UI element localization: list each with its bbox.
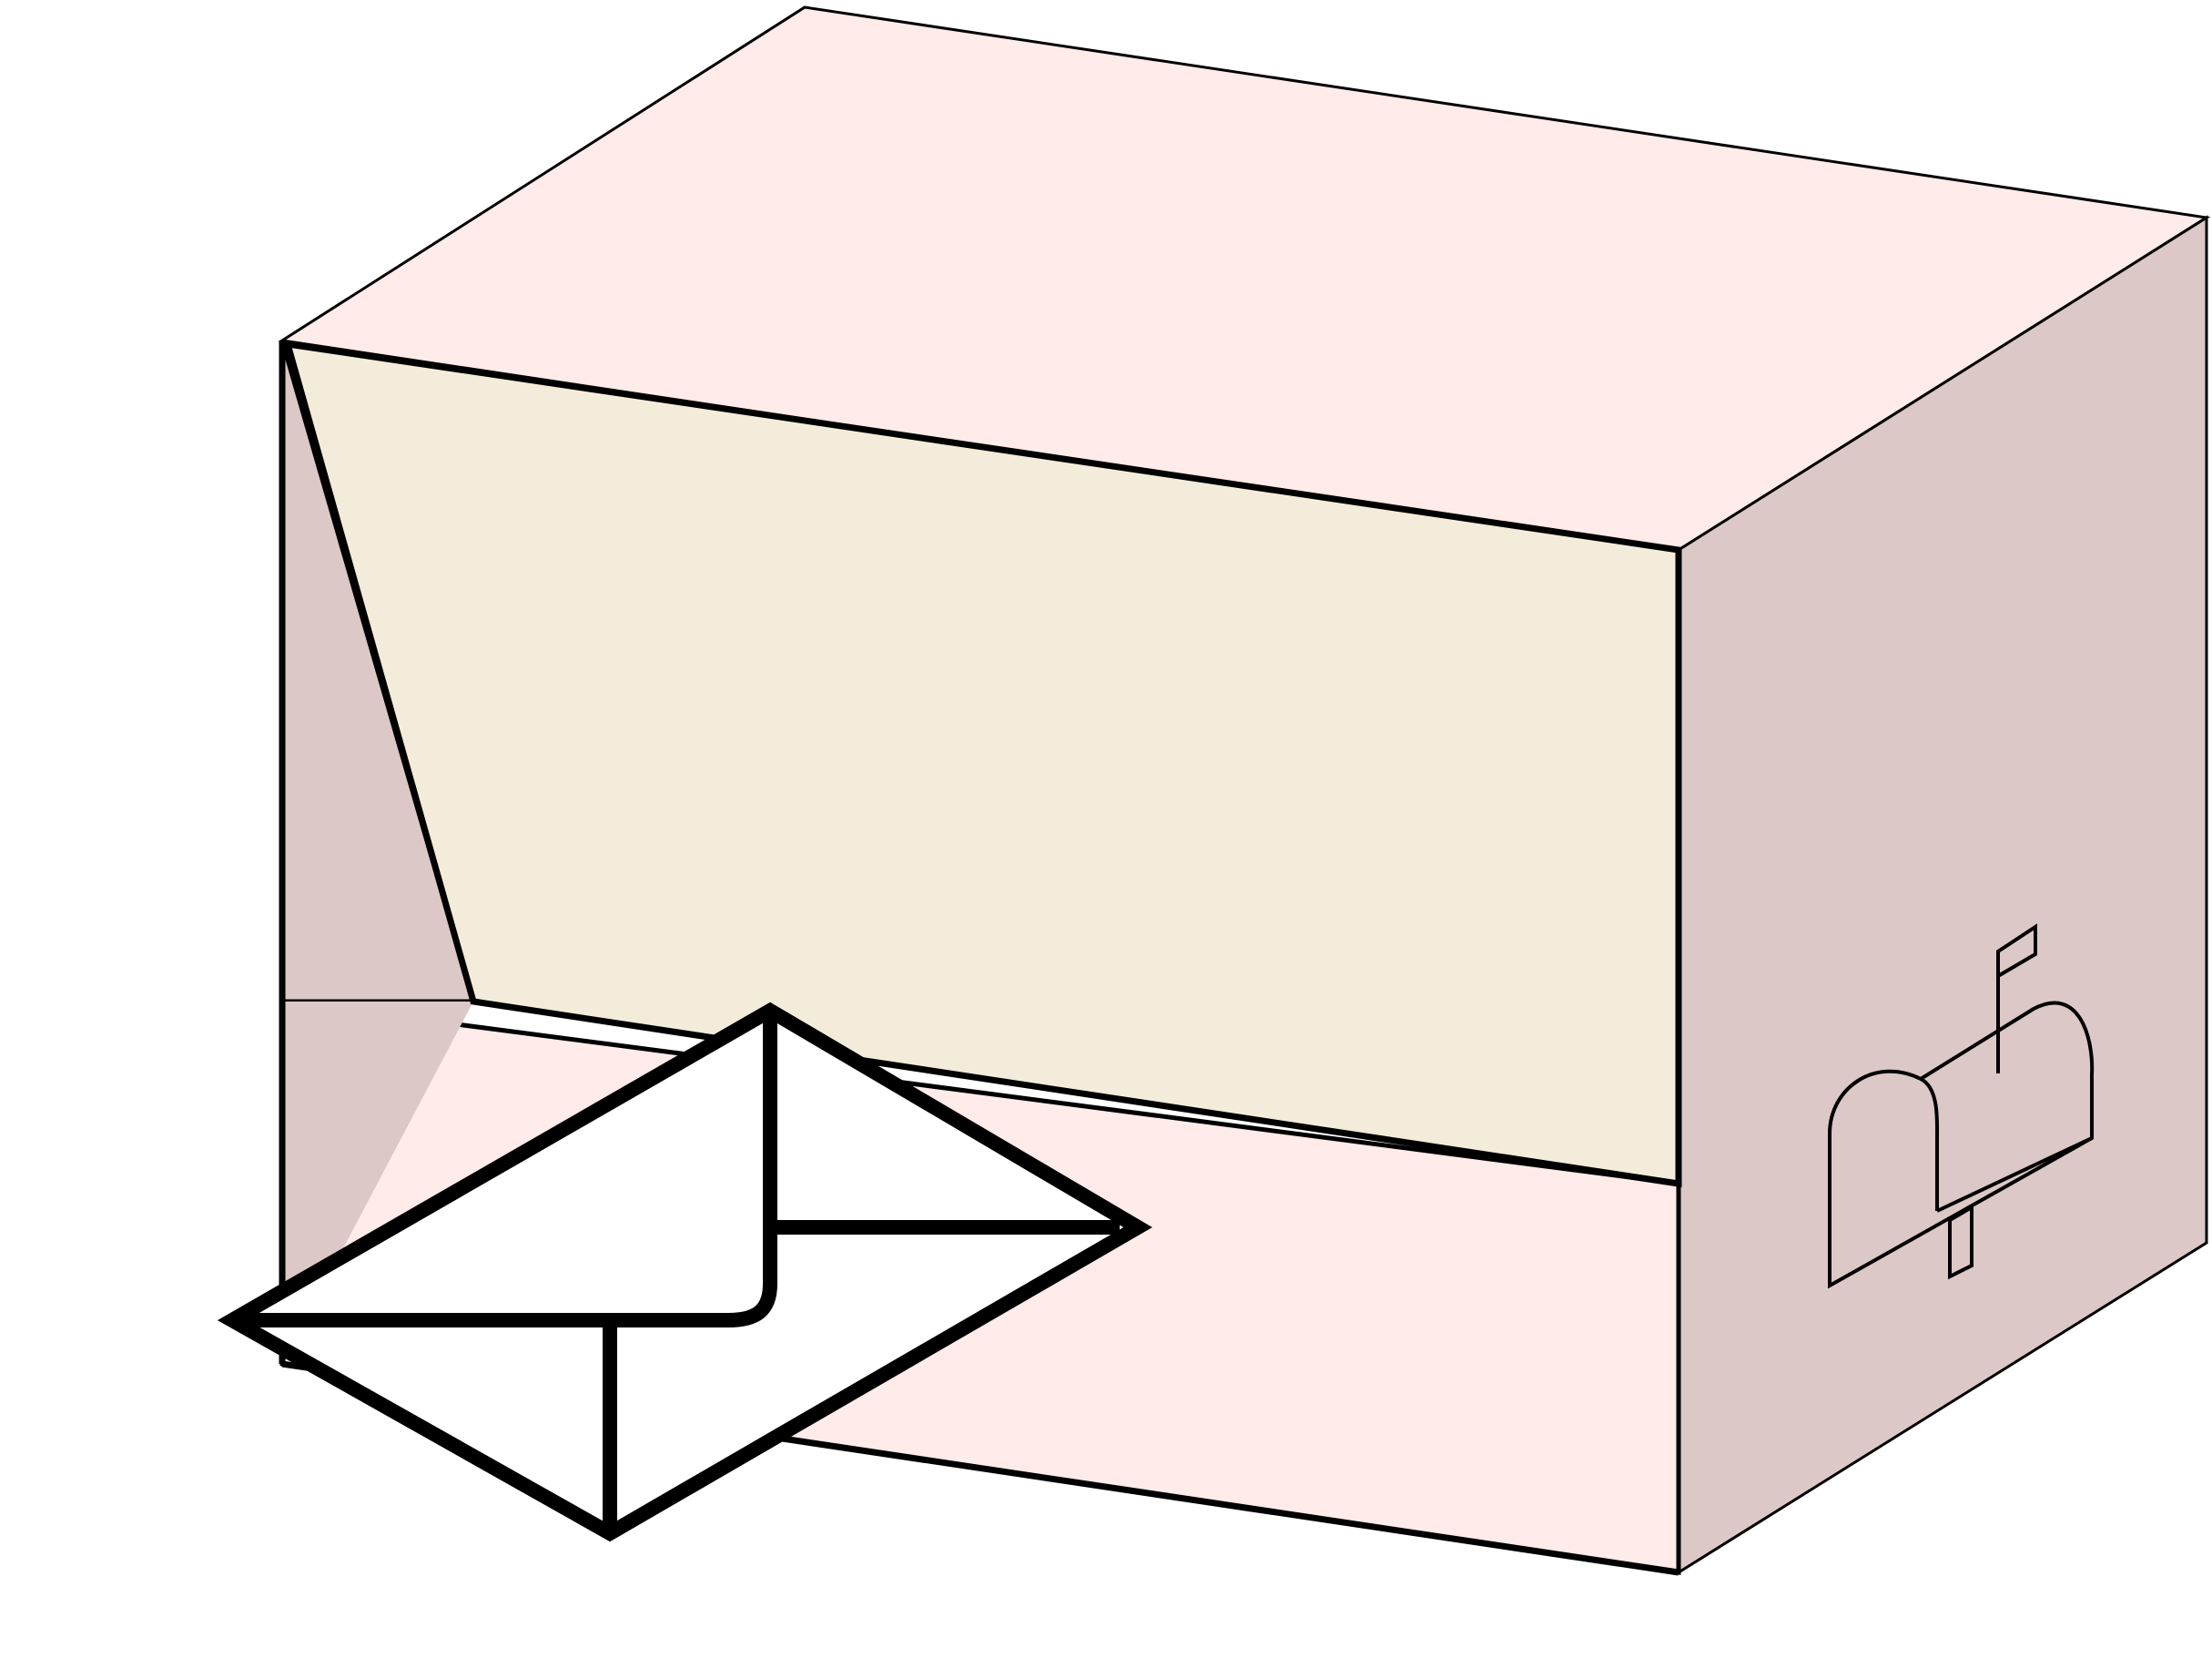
envelope-icon xyxy=(217,1002,1152,1542)
mailbox-icon xyxy=(1828,923,2095,1289)
